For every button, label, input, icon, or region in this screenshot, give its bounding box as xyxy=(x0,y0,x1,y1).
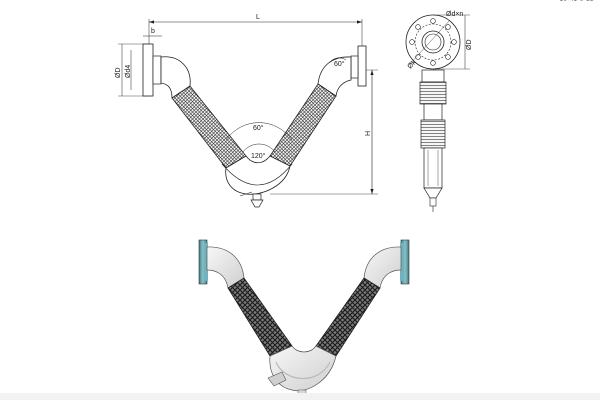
dim-label-b: b xyxy=(151,28,155,35)
dim-label-d4: Ød4 xyxy=(125,65,132,78)
dim-label-OD: ØD xyxy=(115,68,122,79)
angle-label-120: 120° xyxy=(251,152,266,160)
angle-label-60-bottom: 60° xyxy=(253,124,264,132)
left-flange xyxy=(142,43,154,97)
bottom-bend xyxy=(225,155,291,195)
dim-overall-length xyxy=(148,19,363,52)
front-view-drawing: L b ØD Ød4 H xyxy=(115,14,378,208)
right-flange xyxy=(357,45,367,87)
render-drain-fitting xyxy=(267,371,287,387)
dim-label-k: Øk xyxy=(406,59,418,71)
dim-label-OD-side: ØD xyxy=(466,40,473,51)
isometric-render xyxy=(198,239,410,396)
left-braided-hose xyxy=(171,85,247,169)
bolt-holes xyxy=(409,18,457,66)
right-braided-hose xyxy=(269,83,337,167)
dim-label-L: L xyxy=(256,14,260,21)
render-right-braided-hose xyxy=(315,277,381,357)
bottom-rule xyxy=(0,393,600,400)
angle-label-60-elbow: 60° xyxy=(334,60,345,68)
dim-label-H: H xyxy=(365,131,372,136)
side-corrugation-upper xyxy=(419,81,447,105)
side-corrugation-lower xyxy=(420,119,446,149)
render-left-braided-hose xyxy=(227,277,293,357)
side-view-drawing: Ød×n Øk ØD xyxy=(405,11,473,212)
dim-label-bolt-holes: Ød×n xyxy=(446,11,463,18)
reference-number: 10-41-0-22 xyxy=(559,0,594,3)
